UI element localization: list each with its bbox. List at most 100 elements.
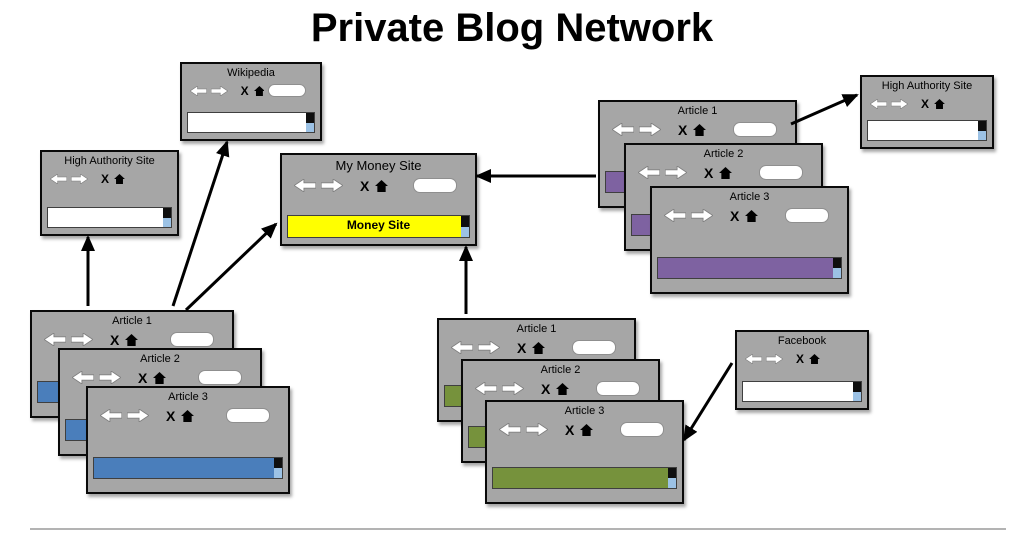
browser-toolbar: X [294,178,457,194]
close-icon: X [730,207,740,224]
browser-window-wikipedia: Wikipedia X [180,62,322,141]
home-icon [934,98,945,109]
scrollbar [833,258,841,278]
back-icon [294,179,316,193]
forward-icon [665,166,687,180]
forward-icon [71,173,88,184]
arrow-right-stack-to-high-authority [790,93,859,126]
close-icon: X [101,171,110,186]
browser-toolbar: X [870,96,978,112]
home-icon [532,341,546,354]
scrollbar [978,121,986,140]
scrollbar [461,216,469,237]
scrollbar [163,208,171,227]
window-title: Article 1 [516,323,557,335]
arrow-left-stack-to-wikipedia [171,140,230,307]
browser-window-high-authority-right: High Authority Site X [860,75,994,149]
home-icon [253,85,265,96]
window-title: Article 3 [729,191,770,203]
browser-toolbar: X [475,381,640,397]
back-icon [870,98,887,109]
window-title: My Money Site [335,158,422,173]
home-icon [809,353,820,364]
browser-toolbar: X [451,340,616,356]
forward-icon [478,341,500,355]
back-icon [72,371,94,385]
browser-toolbar: X [638,165,803,181]
browser-toolbar: X [664,208,829,224]
forward-icon [691,209,713,223]
browser-toolbar: X [100,408,270,424]
browser-window-article-bottom-3: Article 3 X [485,400,684,504]
diagram-title: Private Blog Network [310,6,714,50]
close-icon: X [678,121,688,138]
forward-icon [639,123,661,137]
back-icon [475,382,497,396]
forward-icon [891,98,908,109]
scrollbar [668,468,676,488]
search-box [596,381,640,397]
home-icon [125,333,139,346]
close-icon: X [166,407,176,424]
forward-icon [526,423,548,437]
article-banner [492,467,677,489]
search-box [268,84,306,98]
home-icon [580,423,594,436]
home-icon [745,209,759,222]
search-box [198,370,242,386]
browser-window-high-authority-left: High Authority Site X [40,150,179,236]
search-box [620,422,664,438]
window-title: Article 3 [168,391,208,403]
scrollbar [306,113,314,132]
search-box [170,332,214,348]
back-icon [638,166,660,180]
browser-window-article-left-3: Article 3 X [86,386,290,494]
address-bar [47,207,172,228]
arrow-facebook-to-bottom-stack [682,362,734,442]
browser-toolbar: X [50,171,163,187]
home-icon [375,179,389,192]
back-icon [612,123,634,137]
window-title: Article 1 [677,105,718,117]
close-icon: X [240,83,249,98]
home-icon [719,166,733,179]
close-icon: X [360,177,370,194]
window-title: Article 1 [112,315,152,327]
browser-window-article-right-3: Article 3 X [650,186,849,294]
arrow-left-stack-to-money-site [184,222,278,312]
window-title: High Authority Site [881,80,973,92]
search-box [226,408,270,424]
close-icon: X [565,421,575,438]
home-icon [114,173,125,184]
address-bar [187,112,315,133]
window-title: High Authority Site [64,155,155,167]
close-icon: X [138,369,148,386]
forward-icon [502,382,524,396]
back-icon [100,409,122,423]
browser-toolbar: X [72,370,242,386]
back-icon [451,341,473,355]
back-icon [745,353,762,364]
forward-icon [71,333,93,347]
home-icon [181,409,195,422]
close-icon: X [704,164,714,181]
search-box [785,208,829,224]
window-title: Article 2 [703,148,744,160]
window-title: Facebook [777,335,827,347]
browser-toolbar: X [499,422,664,438]
scrollbar [853,382,861,401]
search-box [733,122,777,138]
back-icon [50,173,67,184]
close-icon: X [517,339,527,356]
forward-icon [210,85,228,96]
browser-toolbar: X [190,83,306,99]
close-icon: X [796,351,805,366]
forward-icon [99,371,121,385]
browser-toolbar: X [612,122,777,138]
article-banner [93,457,283,479]
close-icon: X [541,380,551,397]
forward-icon [321,179,343,193]
address-bar [867,120,987,141]
window-title: Wikipedia [227,67,275,79]
home-icon [556,382,570,395]
